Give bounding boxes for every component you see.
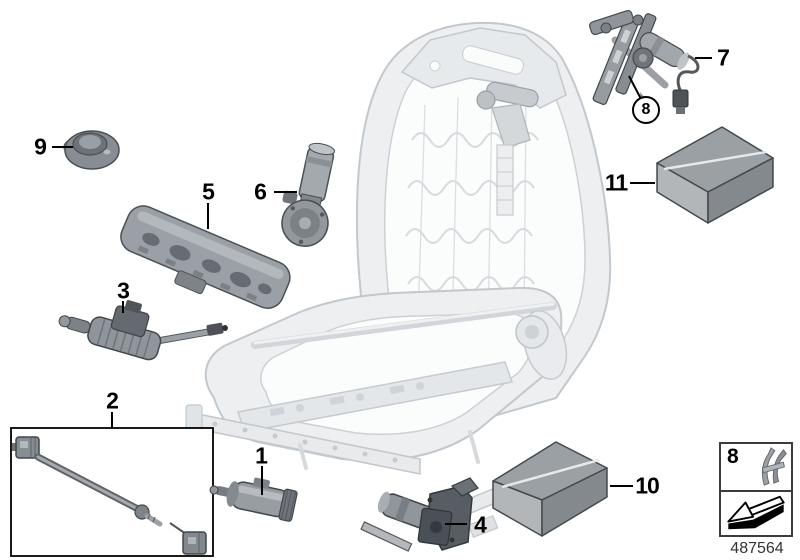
callout-10[interactable]: 10 — [635, 472, 660, 499]
part-5-seat-pan — [120, 205, 291, 309]
seat-frame-drawing — [185, 21, 612, 538]
callout-6[interactable]: 6 — [254, 178, 267, 205]
legend-box: 8 — [719, 442, 793, 537]
callout-7[interactable]: 7 — [717, 44, 730, 71]
diagram-part-number: 487564 — [730, 540, 784, 557]
part-10-box — [492, 441, 608, 537]
part-1-motor — [209, 477, 298, 522]
callout-line-8 — [628, 75, 642, 100]
base-crossbar-highlight — [253, 302, 555, 345]
part-9-cap — [63, 130, 120, 170]
top-plate-hole — [429, 60, 441, 72]
callout-3[interactable]: 3 — [117, 277, 130, 304]
part-4-motor-bracket — [360, 477, 479, 552]
legend-clip-cell: 8 — [721, 444, 791, 492]
callout-5[interactable]: 5 — [202, 178, 215, 205]
legend-item-number[interactable]: 8 — [727, 445, 739, 468]
callout-4[interactable]: 4 — [474, 511, 487, 538]
base-crossbar-tube — [251, 302, 557, 349]
top-plate-slot — [461, 45, 525, 75]
installation-direction-arrow-icon — [727, 495, 785, 530]
callout-lines — [52, 57, 712, 525]
part-3-motor-spindle — [58, 300, 228, 361]
suspension-wires — [417, 94, 527, 336]
rail-holes — [212, 421, 398, 463]
callout-1[interactable]: 1 — [255, 442, 268, 469]
legend-arrow-cell — [721, 492, 791, 535]
callout-2[interactable]: 2 — [106, 387, 119, 414]
part-11-box — [656, 126, 774, 224]
callout-9[interactable]: 9 — [34, 133, 47, 160]
rail-foot-right — [467, 514, 499, 538]
part-2-flexible-shaft-kit — [10, 427, 214, 557]
callout-8-circled[interactable]: 8 — [632, 96, 660, 124]
callout-11[interactable]: 11 — [604, 169, 628, 196]
mechanism-details — [269, 382, 424, 417]
part-2-frame-box — [10, 427, 214, 557]
retaining-clip-icon — [761, 447, 787, 486]
base-links — [298, 430, 480, 470]
recliner-hub-center — [525, 325, 539, 339]
installed-backrest-actuator — [476, 81, 539, 216]
part-6-motor — [281, 142, 336, 247]
